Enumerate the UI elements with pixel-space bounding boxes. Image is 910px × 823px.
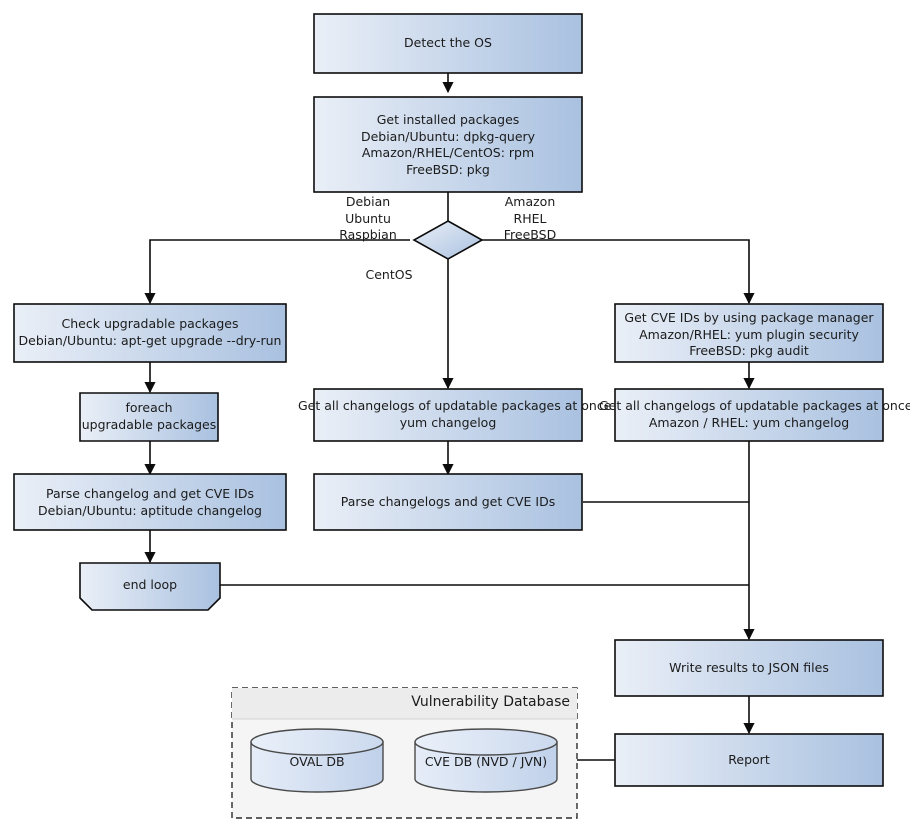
database-cve-db-label: CVE DB (NVD / JVN) [424,754,548,769]
node-parse-changelog-debian[interactable] [13,473,287,531]
node-detect-os[interactable] [313,13,583,74]
node-parse-changelogs-centos-label: Parse changelogs and get CVE IDs [340,494,556,509]
node-write-json[interactable] [614,639,884,697]
database-oval-db-label: OVAL DB [289,754,345,769]
node-parse-changelogs-centos[interactable] [313,473,583,531]
node-get-installed-packages[interactable] [313,96,583,193]
node-detect-os-label: Detect the OS [404,35,492,50]
node-changelogs-amazon-label: Get all changelogs of updatable packages… [599,398,910,430]
node-check-upgradable-packages[interactable] [13,303,287,363]
node-changelogs-amazon[interactable] [614,388,884,442]
node-write-json-label: Write results to JSON files [669,660,829,675]
edge-label-centos-branch: CentOS [365,267,413,282]
group-title-vulnerability-database: Vulnerability Database [411,694,570,710]
node-get-cve-package-manager[interactable] [614,303,884,363]
node-end-loop-label: end loop [122,577,178,592]
database-oval-db[interactable] [250,728,384,793]
database-cve-db[interactable] [414,728,558,793]
edge-decision-to-get-cve [482,239,755,305]
node-changelogs-centos[interactable] [313,388,583,442]
node-os-decision[interactable] [412,220,484,260]
node-report[interactable] [614,733,884,787]
node-report-label: Report [728,752,770,767]
node-foreach-loop-start[interactable] [79,392,219,442]
node-changelogs-centos-label: Get all changelogs of updatable packages… [298,398,612,430]
edge-decision-to-check-upgradable [144,239,410,305]
node-end-loop[interactable] [79,562,221,611]
